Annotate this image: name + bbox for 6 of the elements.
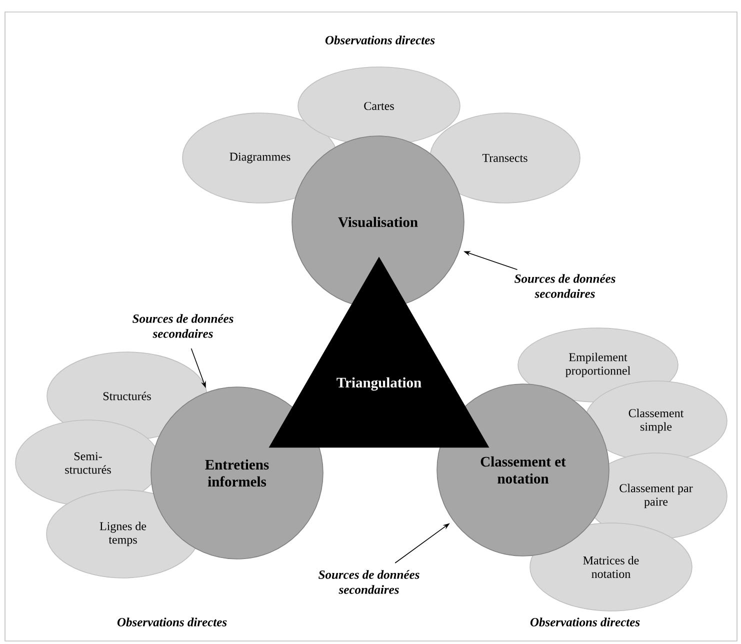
source-note: Sources de données secondaires: [318, 570, 420, 594]
observation-note: Observations directes: [117, 618, 227, 626]
source-note: Sources de données secondaires: [514, 274, 616, 298]
observation-note: Observations directes: [325, 36, 435, 44]
triangle: Triangulation: [268, 256, 490, 448]
source-note: Sources de données secondaires: [132, 314, 234, 338]
